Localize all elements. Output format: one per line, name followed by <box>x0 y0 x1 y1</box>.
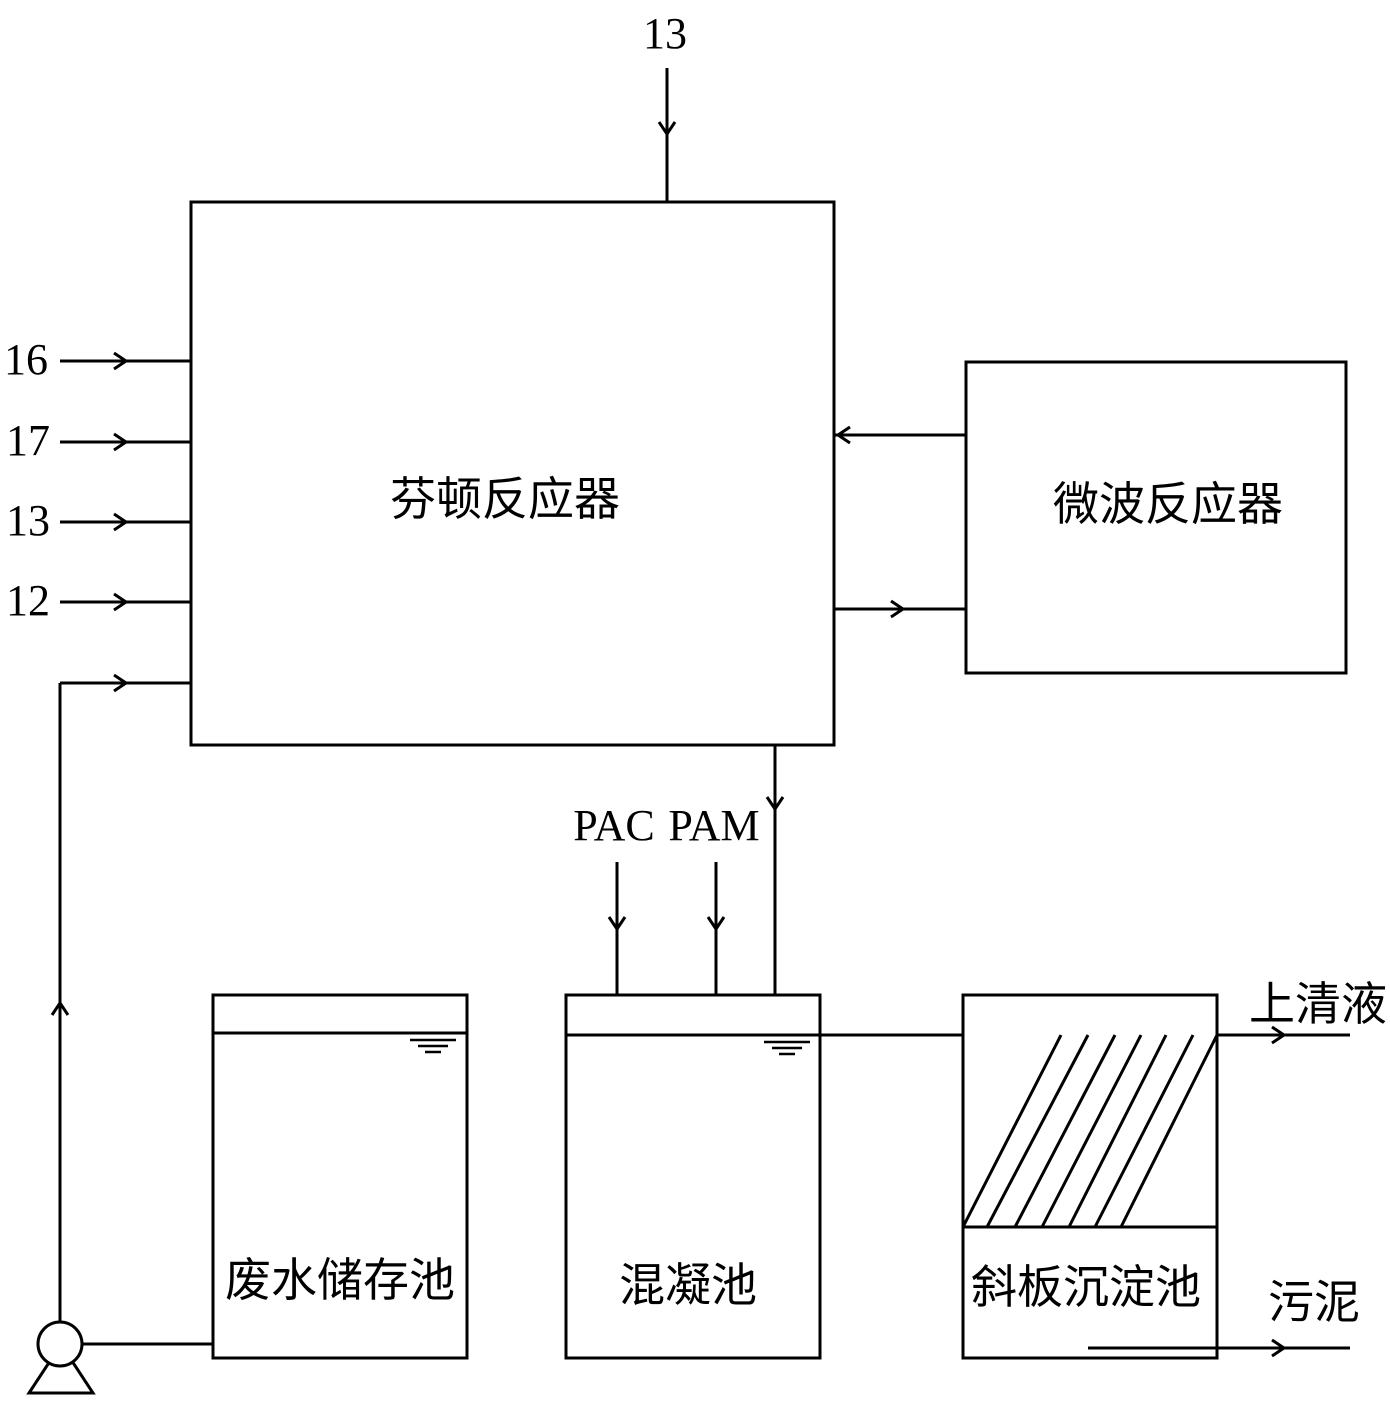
left-input-label-17: 17 <box>6 416 50 465</box>
settler-label: 斜板沉淀池 <box>971 1260 1201 1314</box>
left-input-label-12: 12 <box>6 576 50 625</box>
fenton-reactor-box <box>189 200 836 747</box>
coagulation-tank-box <box>564 993 822 1360</box>
settler-inclined-plates <box>961 1034 1219 1228</box>
pam-label: PAM <box>668 801 759 850</box>
sludge-label: 污泥 <box>1268 1275 1360 1329</box>
coagulation-tank-water-symbol <box>764 1040 810 1056</box>
storage-tank-box <box>211 993 469 1360</box>
coagulation-tank-label: 混凝池 <box>619 1258 757 1312</box>
fenton-reactor-label: 芬顿反应器 <box>390 472 620 526</box>
supernatant-label: 上清液 <box>1249 977 1387 1031</box>
microwave-reactor-label: 微波反应器 <box>1053 477 1283 531</box>
storage-tank-label: 废水储存池 <box>225 1253 455 1307</box>
pump-icon <box>26 1320 96 1395</box>
top-input-label: 13 <box>643 9 687 58</box>
left-input-label-13: 13 <box>6 496 50 545</box>
pac-label: PAC <box>573 801 655 850</box>
left-input-label-16: 16 <box>4 335 48 384</box>
microwave-reactor-box <box>964 360 1348 675</box>
settler-box <box>961 993 1219 1360</box>
storage-tank-water-symbol <box>410 1038 456 1054</box>
